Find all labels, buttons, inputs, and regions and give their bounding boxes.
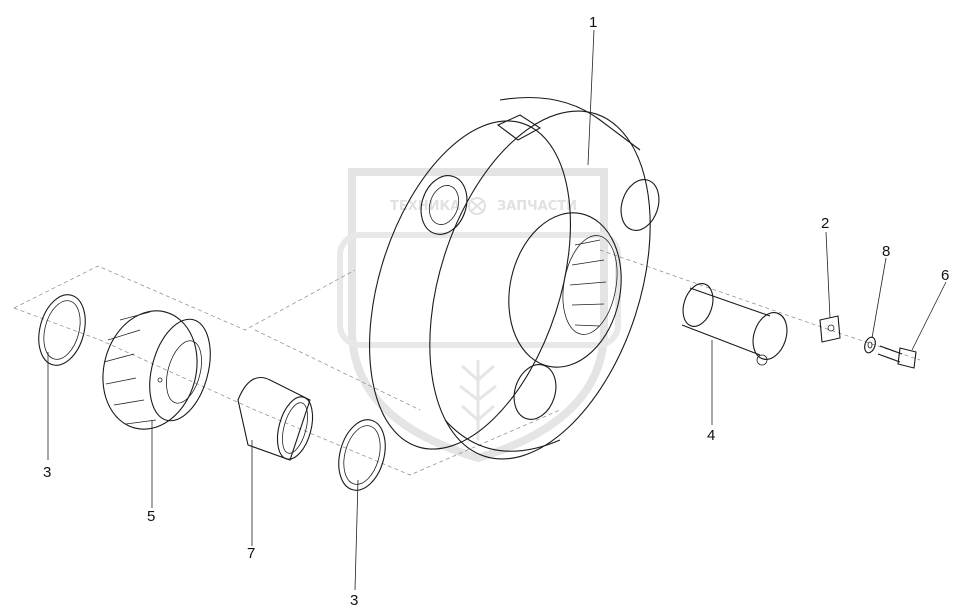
- callout-7: 7: [247, 545, 255, 562]
- part-5-gear: [102, 310, 211, 430]
- callout-4: 4: [707, 427, 715, 444]
- watermark: ТЕХНИКА ЗАПЧАСТИ: [337, 168, 621, 463]
- callout-2: 2: [821, 215, 829, 232]
- watermark-wheat-icon: [459, 360, 497, 440]
- callout-1: 1: [589, 14, 597, 31]
- part-1-carrier: [369, 96, 660, 460]
- part-4-pin: [681, 283, 788, 366]
- part-3-washer-right: [338, 419, 386, 491]
- part-6-bolt: [877, 345, 917, 369]
- watermark-right-word: ЗАПЧАСТИ: [497, 199, 577, 214]
- callout-3-right: 3: [350, 592, 358, 609]
- assembly-guide-lines: [13, 249, 921, 476]
- watermark-logo-mark: [468, 197, 486, 215]
- callout-5: 5: [147, 508, 155, 525]
- leader-lines: [47, 29, 947, 591]
- callout-8: 8: [882, 243, 890, 260]
- part-3-washer-left: [38, 294, 86, 366]
- callout-6: 6: [941, 267, 949, 284]
- watermark-left-word: ТЕХНИКА: [390, 199, 460, 214]
- part-2-lock-plate: [819, 315, 841, 343]
- callout-3-left: 3: [43, 464, 51, 481]
- part-8-washer: [864, 336, 876, 354]
- part-7-bushing: [237, 376, 314, 461]
